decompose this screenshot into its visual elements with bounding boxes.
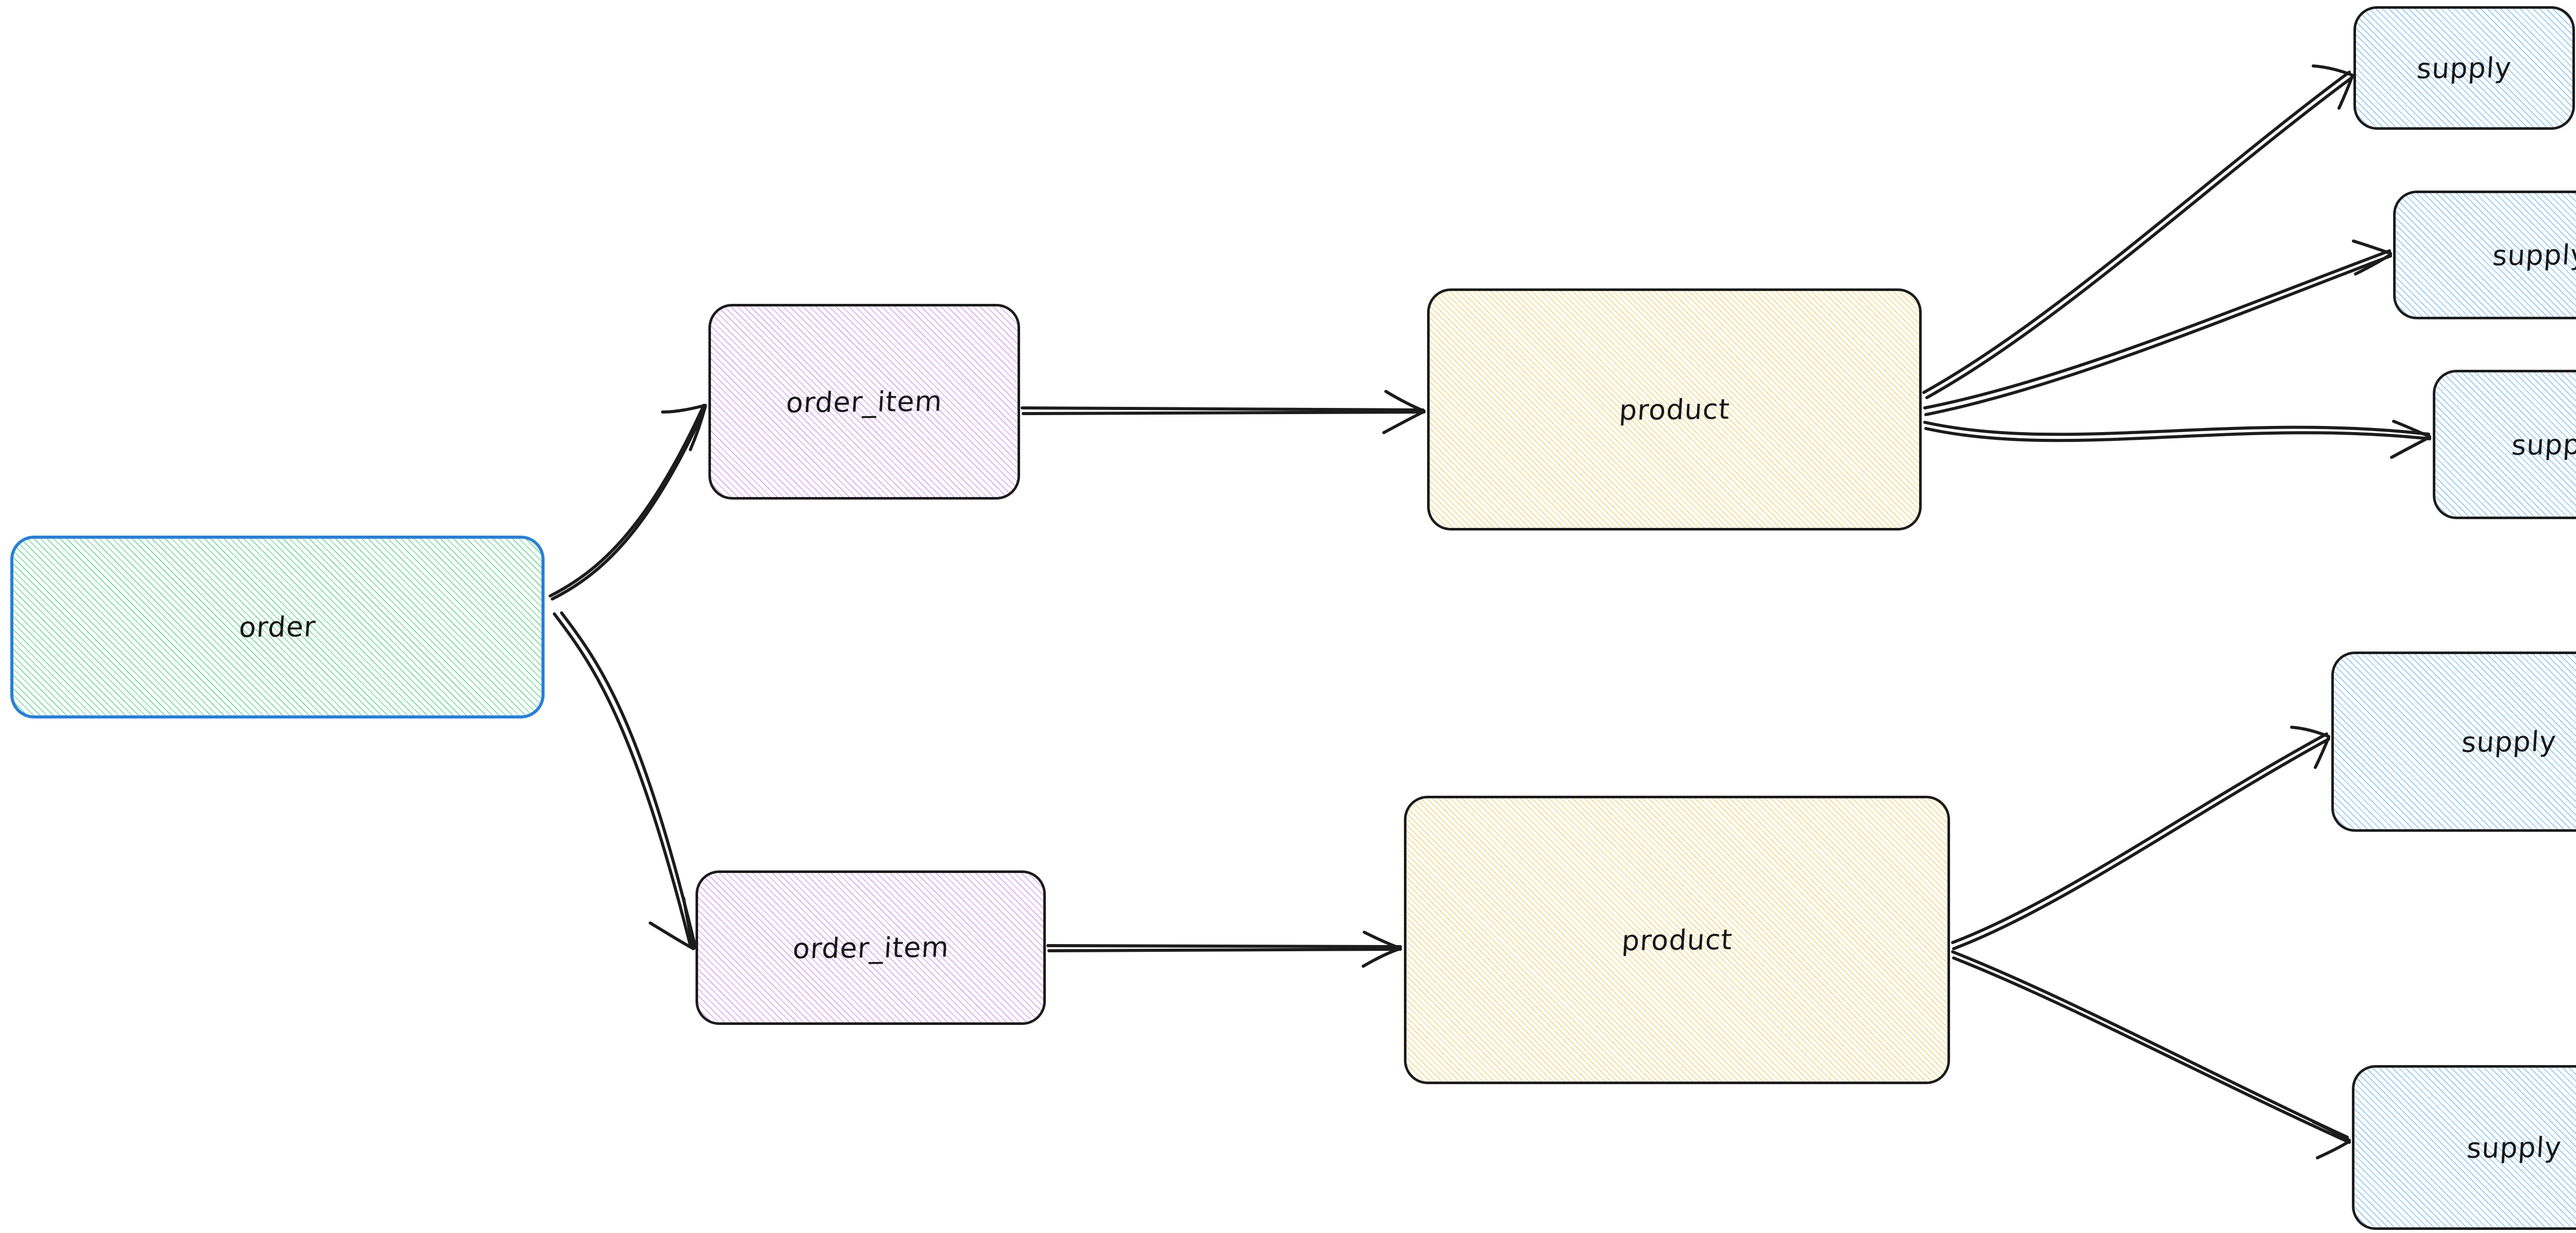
node-order-item-2[interactable]: order_item bbox=[696, 870, 1046, 1025]
node-label-supply-2: supply bbox=[2492, 238, 2576, 272]
node-order[interactable]: order bbox=[10, 536, 545, 718]
edge-product-1-to-supply-1 bbox=[1922, 64, 2354, 399]
edge-order-to-order-item-2 bbox=[553, 611, 697, 950]
node-label-supply-4: supply bbox=[2461, 725, 2557, 759]
node-label-supply-1: supply bbox=[2416, 51, 2513, 85]
edge-order-item-2-to-product-2 bbox=[1046, 931, 1402, 968]
node-label-supply-5: supply bbox=[2466, 1131, 2563, 1164]
edge-order-to-order-item-1 bbox=[549, 404, 707, 601]
edge-product-2-to-supply-4 bbox=[1951, 726, 2330, 950]
node-product-2[interactable]: product bbox=[1404, 796, 1950, 1084]
edge-product-2-to-supply-5 bbox=[1951, 950, 2351, 1159]
node-label-order-item-2: order_item bbox=[791, 930, 950, 965]
node-label-order: order bbox=[238, 610, 317, 644]
node-label-order-item-1: order_item bbox=[785, 384, 943, 419]
node-supply-5[interactable]: supply bbox=[2352, 1065, 2576, 1230]
node-label-product-2: product bbox=[1620, 923, 1734, 957]
node-supply-4[interactable]: supply bbox=[2331, 652, 2576, 832]
node-product-1[interactable]: product bbox=[1427, 288, 1922, 530]
edge-order-item-1-to-product-1 bbox=[1021, 390, 1426, 434]
node-supply-1[interactable]: supply bbox=[2353, 6, 2575, 130]
node-supply-2[interactable]: supply bbox=[2393, 191, 2576, 319]
node-label-supply-3: supply bbox=[2511, 427, 2576, 461]
node-order-item-1[interactable]: order_item bbox=[708, 304, 1020, 500]
edge-product-1-to-supply-3 bbox=[1923, 420, 2431, 459]
edge-product-1-to-supply-2 bbox=[1923, 239, 2392, 416]
node-supply-3[interactable]: supply bbox=[2433, 370, 2576, 519]
node-label-product-1: product bbox=[1618, 392, 1731, 426]
